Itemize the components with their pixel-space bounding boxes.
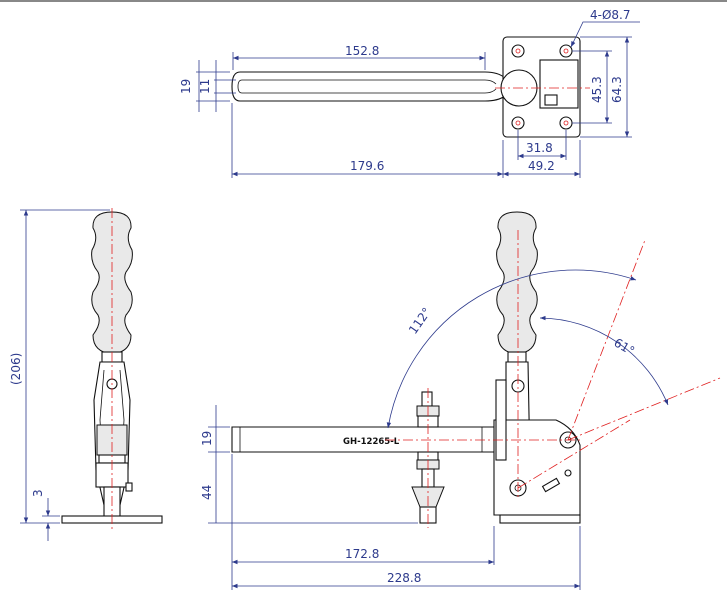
dim-handle-length: 152.8 (345, 44, 379, 58)
dim-overall-length: 228.8 (387, 571, 421, 585)
front-link-line (517, 419, 631, 489)
dim-hole-spacing-y: 45.3 (590, 76, 604, 103)
top-view: 152.8 179.6 49.2 31.8 45.3 64.3 4-Ø8.7 (179, 8, 640, 178)
dim-overall-height: (206) (9, 353, 23, 385)
dim-arm-height-side: 19 (200, 431, 214, 446)
dim-spindle-reach: 172.8 (345, 547, 379, 561)
side-stop-pin (125, 482, 133, 492)
front-spindle (411, 388, 445, 528)
front-base-hole (564, 469, 572, 477)
dim-open-angle: 112° (406, 305, 434, 337)
dim-base-thickness: 3 (31, 489, 45, 497)
dim-arm-width: 19 (179, 79, 193, 94)
dim-spindle-height: 44 (200, 485, 214, 500)
front-grip-collar (507, 351, 527, 363)
top-arm-outline (231, 71, 506, 102)
part-label: GH-12265-L (343, 437, 400, 447)
front-upright-bar (495, 379, 507, 461)
dim-holes: 4-Ø8.7 (590, 8, 631, 22)
top-arm-slot (237, 79, 497, 94)
dim-base-width: 49.2 (528, 159, 555, 173)
front-base-plate (499, 514, 581, 524)
front-handle-angle-line (567, 377, 721, 441)
dim-arm-length-top: 179.6 (350, 159, 384, 173)
angle-arc-61 (539, 315, 669, 406)
dim-slot-width: 11 (198, 79, 212, 94)
dim-hole-spacing-x: 31.8 (526, 141, 553, 155)
top-pivot-stop (544, 94, 558, 106)
angle-arc-112 (386, 269, 637, 429)
side-view: (206) 3 (9, 208, 163, 541)
dim-base-height: 64.3 (610, 76, 624, 103)
front-base-slot (541, 477, 561, 493)
front-view: GH-12265-L 112° (200, 211, 721, 590)
front-handle-grip (496, 211, 538, 355)
